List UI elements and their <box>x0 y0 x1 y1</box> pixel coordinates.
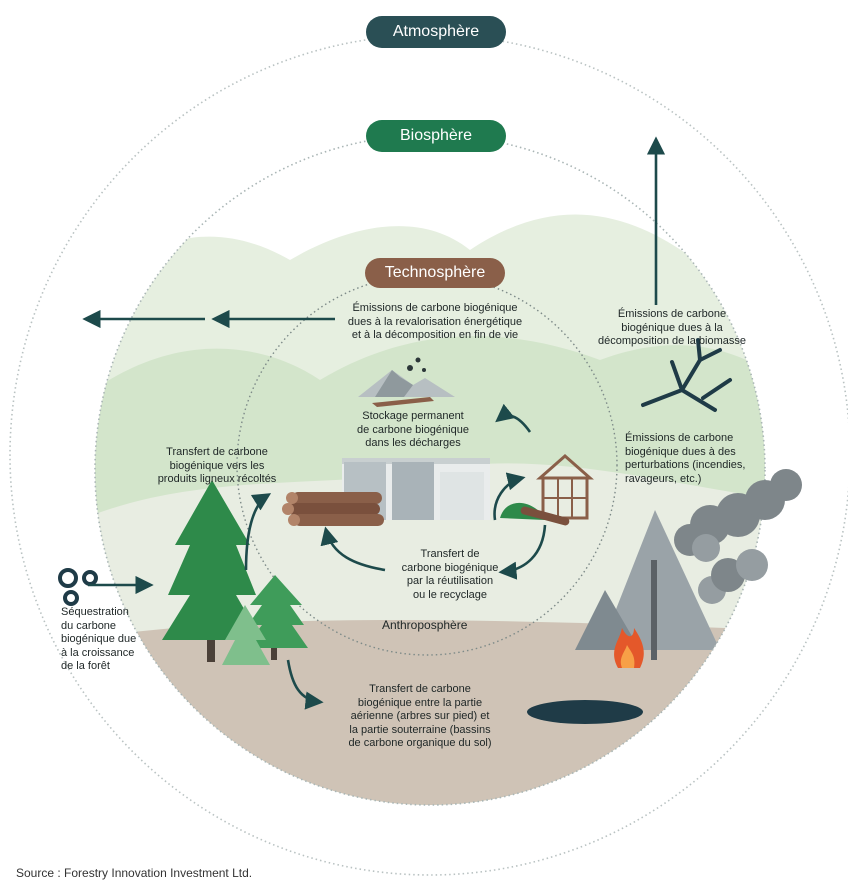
smoke-cloud-icon <box>674 469 802 604</box>
biosphere-landscape <box>95 135 765 805</box>
water-pool <box>527 700 643 724</box>
pine-tree-icon <box>162 480 308 665</box>
source-caption: Source : Forestry Innovation Investment … <box>16 866 253 880</box>
label-sequestration: Séquestration du carbone biogénique due … <box>61 606 137 672</box>
biosphere-ring <box>94 134 766 806</box>
technosphere-label: Technosphère <box>384 264 486 281</box>
gray-mountain <box>600 510 720 650</box>
anthroposphere-label: Anthroposphère <box>382 618 468 632</box>
log-pile-icon <box>282 492 384 526</box>
technosphere-pill-bg <box>365 258 505 288</box>
flow-arrows <box>82 136 666 710</box>
biosphere-pill-bg <box>366 120 506 152</box>
arrow-soil-transfer <box>286 659 324 710</box>
atmosphere-ring <box>9 34 848 876</box>
label-emissions-disturbances: Émissions de carbone biogénique dues à d… <box>625 432 746 485</box>
co2-molecule-icon <box>58 568 98 606</box>
label-transfer-wood-products: Transfert de carbone biogénique vers les… <box>157 446 277 485</box>
arrow-reuse-left <box>320 526 386 572</box>
label-emissions-biomass: Émissions de carbone biogénique dues à l… <box>598 308 746 347</box>
landfill-mound-icon <box>358 357 455 407</box>
label-storage-landfill: Stockage permanent de carbone biogénique… <box>357 410 469 449</box>
label-emissions-end-of-life: Émissions de carbone biogénique dues à l… <box>347 302 523 341</box>
atmosphere-pill-bg <box>366 16 506 48</box>
fire-icon <box>614 628 644 668</box>
sawmill-building-icon <box>342 458 490 520</box>
label-transfer-soil: Transfert de carbone biogénique entre la… <box>348 683 492 749</box>
arrow-reuse-right <box>498 524 547 580</box>
biosphere-label: Biosphère <box>399 127 473 144</box>
technosphere-ring <box>236 274 618 656</box>
arrow-harvest <box>244 493 272 571</box>
wooden-house-frame-icon <box>500 454 594 526</box>
atmosphere-label: Atmosphère <box>392 23 480 40</box>
dead-branch-icon <box>641 338 732 412</box>
label-transfer-reuse: Transfert de carbone biogénique par la r… <box>401 548 499 601</box>
arrow-to-landfill <box>495 403 532 433</box>
arrow-to-house <box>493 472 526 521</box>
